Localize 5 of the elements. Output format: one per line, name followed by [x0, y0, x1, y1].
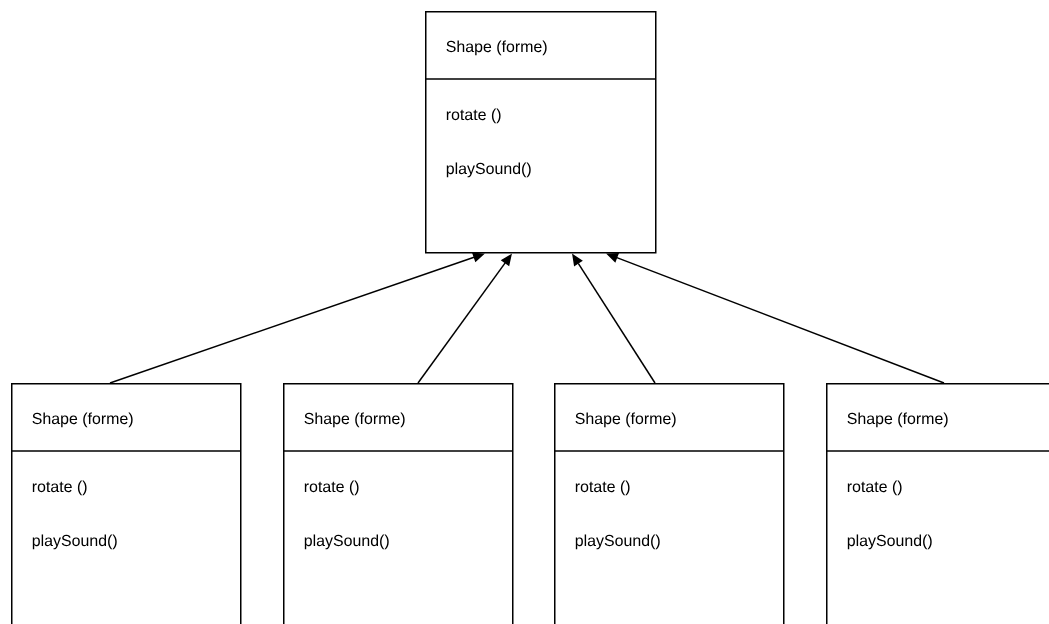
class-box: Shape (forme) rotate () playSound() [10, 383, 242, 624]
class-box: Shape (forme) rotate () playSound() [825, 383, 1049, 624]
class-box: Shape (forme) rotate () playSound() [424, 11, 657, 254]
class-box: Shape (forme) rotate () playSound() [282, 383, 514, 624]
class-box: Shape (forme) rotate () playSound() [553, 383, 785, 624]
